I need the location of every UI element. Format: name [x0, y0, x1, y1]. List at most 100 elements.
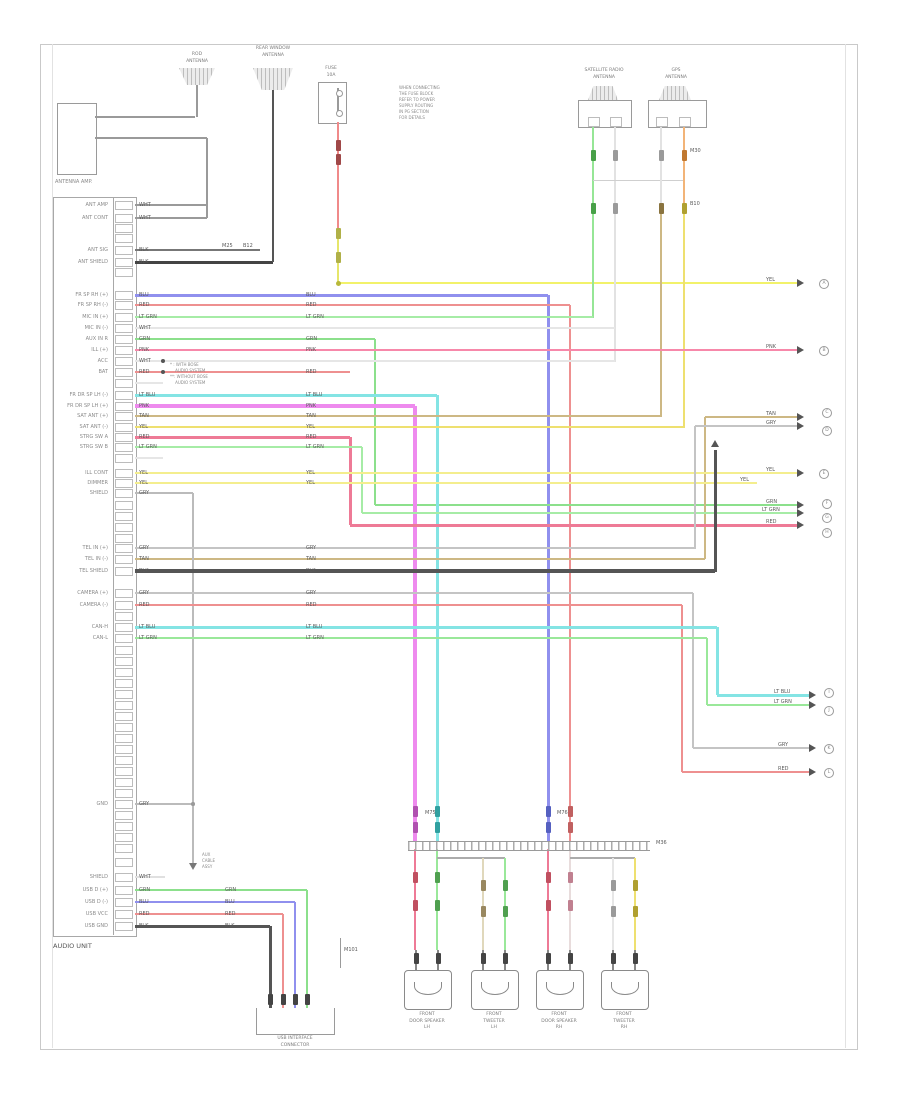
- wire-color-chip: WHT: [139, 358, 151, 364]
- pin-label: TEL IN (-): [84, 555, 108, 562]
- grid-ref-chip: RED: [766, 519, 777, 525]
- connector-mark: [545, 953, 551, 964]
- grid-ref-letter: I: [824, 688, 834, 698]
- connector-arrowhead-icon: [797, 346, 804, 354]
- connector-pin-cell: [115, 335, 133, 344]
- wire-segment: [591, 126, 595, 318]
- wire-segment: [435, 395, 439, 842]
- wire-color-chip: PNK: [306, 347, 317, 353]
- connector-arrowhead-icon: [797, 501, 804, 509]
- speaker-cone-icon: [414, 982, 442, 995]
- wire-segment: [95, 116, 195, 118]
- grid-ref-letter: E: [819, 469, 829, 479]
- connector-mark: [567, 900, 573, 911]
- connector-pin-cell: [115, 712, 133, 721]
- wire-segment: [51, 44, 53, 1048]
- wire-segment: [135, 557, 705, 561]
- connector-mark: [567, 872, 573, 883]
- grid-ref-chip: LT GRN: [762, 507, 780, 513]
- connector-pin-cell: [115, 479, 133, 488]
- wire-color-chip: GRN: [139, 336, 151, 342]
- connector-mark: [545, 822, 551, 833]
- connector-mark: [435, 953, 441, 964]
- wire-color-chip: TAN: [139, 556, 149, 562]
- connector-pin-cell: [115, 234, 133, 243]
- wire-segment: [135, 337, 375, 341]
- wire-color-chip: RED: [225, 911, 236, 917]
- connector-pin-cell: [115, 544, 133, 553]
- antenna-amp-label: ANTENNA AMP.: [55, 179, 93, 185]
- connector-mark: [567, 953, 573, 964]
- wire-color-chip: RED: [306, 602, 317, 608]
- wire-color-chip: WHT: [139, 874, 151, 880]
- wire-color-chip: RED: [306, 434, 317, 440]
- grid-ref-chip: M25: [222, 243, 233, 249]
- wire-segment: [135, 492, 193, 494]
- wire-segment: [375, 503, 800, 507]
- speaker-symbol: [404, 970, 452, 1010]
- connector-mark: [434, 900, 440, 911]
- connector-mark: [612, 150, 618, 161]
- wire-segment: [256, 1033, 335, 1035]
- connector-pin-cell: [115, 886, 133, 895]
- rod-antenna-symbol: [179, 68, 215, 85]
- grid-ref-letter: G: [822, 513, 832, 523]
- grid-ref-chip: LT GRN: [774, 699, 792, 705]
- connector-mark: [304, 994, 310, 1005]
- pin-label: MIC IN (+): [82, 313, 108, 320]
- module-pin-cell: [656, 117, 668, 127]
- wire-color-chip: GRN: [139, 887, 151, 893]
- wire-segment: [135, 404, 415, 408]
- connector-mark: [610, 953, 616, 964]
- connector-mark: [658, 203, 664, 214]
- wire-segment: [196, 85, 198, 117]
- wire-color-chip: LT GRN: [306, 444, 324, 450]
- connector-pin-cell: [115, 601, 133, 610]
- wire-segment: [135, 293, 548, 297]
- wire-color-chip: GRY: [306, 590, 317, 596]
- wire-segment: [192, 493, 194, 865]
- connector-mark: [545, 806, 551, 817]
- wire-segment: [692, 593, 694, 748]
- wire-color-chip: GRY: [139, 801, 150, 807]
- wire-color-chip: PNK: [139, 347, 150, 353]
- connector-pin-cell: [115, 423, 133, 432]
- connector-pin-cell: [115, 612, 133, 621]
- connector-pin-cell: [115, 898, 133, 907]
- wire-segment: [337, 88, 339, 114]
- pin-label: SHIELD: [89, 489, 108, 496]
- pin-label: CAMERA (+): [77, 589, 108, 596]
- pin-label: MIC IN (-): [84, 324, 108, 331]
- wire-segment: [707, 703, 812, 707]
- audio-unit-label: AUDIO UNIT: [53, 942, 92, 950]
- speaker-cone-icon: [546, 982, 574, 995]
- wire-segment: [135, 217, 207, 219]
- wire-segment: [135, 249, 260, 251]
- wire-segment: [680, 605, 684, 772]
- wire-segment: [135, 569, 715, 573]
- pin-label: ANT CONT: [81, 214, 108, 221]
- wire-segment: [135, 457, 163, 459]
- connector-pin-cell: [115, 412, 133, 421]
- connector-pin-cell: [115, 833, 133, 842]
- connector-mark: [610, 880, 616, 891]
- wire-color-chip: GRY: [139, 490, 150, 496]
- grid-ref-chip: GRY: [766, 420, 777, 426]
- connector-pin-cell: [115, 778, 133, 787]
- wire-color-chip: BLU: [139, 899, 149, 905]
- wire-color-chip: RED: [139, 302, 150, 308]
- connector-pin-cell: [115, 811, 133, 820]
- wire-segment: [570, 857, 635, 859]
- pin-label: CAN-H: [91, 623, 108, 630]
- wire-color-chip: LT GRN: [306, 635, 324, 641]
- wire-segment: [135, 382, 163, 384]
- connector-mark: [434, 822, 440, 833]
- wire-color-chip: RED: [139, 434, 150, 440]
